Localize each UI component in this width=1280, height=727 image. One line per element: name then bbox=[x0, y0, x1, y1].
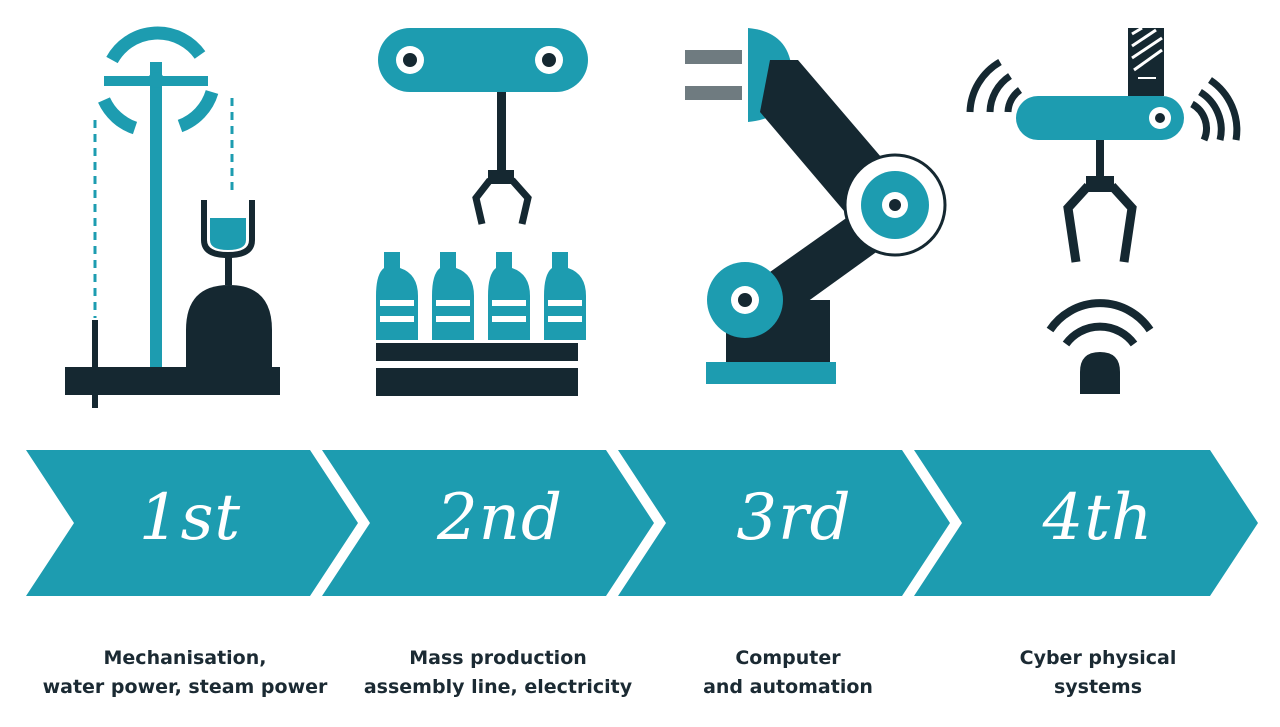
assembly-line-icon bbox=[376, 28, 588, 396]
timeline-chevrons bbox=[26, 450, 1258, 596]
chevron-1st bbox=[26, 450, 358, 596]
stage-2-ordinal: 2nd bbox=[437, 481, 563, 555]
stage-2-caption: Mass production assembly line, electrici… bbox=[338, 644, 658, 702]
cyber-physical-icon bbox=[966, 26, 1241, 394]
stage-1-caption-line1: Mechanisation, bbox=[103, 647, 267, 669]
stage-3-caption: Computer and automation bbox=[628, 644, 948, 702]
stage-4-caption-line2: systems bbox=[1053, 676, 1143, 698]
stage-2-caption-line1: Mass production bbox=[409, 647, 587, 669]
stage-2-caption-line2: assembly line, electricity bbox=[363, 676, 633, 698]
stage-3-ordinal: 3rd bbox=[736, 481, 852, 555]
stage-1-caption-line2: water power, steam power bbox=[42, 676, 328, 698]
chevron-3rd bbox=[618, 450, 950, 596]
stage-4-caption: Cyber physical systems bbox=[938, 644, 1258, 702]
robot-arm-icon bbox=[685, 28, 947, 384]
windmill-steam-icon bbox=[65, 26, 280, 408]
stage-3-caption-line2: and automation bbox=[703, 676, 873, 698]
illustrations bbox=[65, 26, 1241, 408]
chevron-2nd bbox=[322, 450, 654, 596]
stage-4-caption-line1: Cyber physical bbox=[1019, 647, 1177, 669]
stage-1-caption: Mechanisation, water power, steam power bbox=[25, 644, 345, 702]
stage-3-caption-line1: Computer bbox=[735, 647, 841, 669]
stage-4-ordinal: 4th bbox=[1042, 481, 1154, 555]
stage-1-ordinal: 1st bbox=[138, 481, 242, 555]
chevron-4th bbox=[914, 450, 1258, 596]
